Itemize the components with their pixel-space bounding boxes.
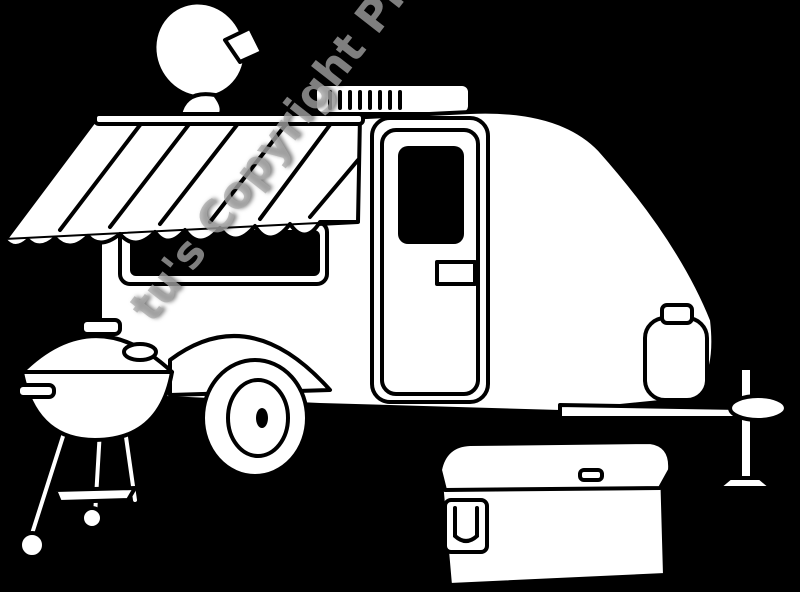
bbq-grill <box>16 318 174 559</box>
propane-tank <box>643 303 709 402</box>
satellite-dish <box>152 0 264 117</box>
tongue-jack <box>716 366 788 490</box>
roof-ac-unit <box>313 82 472 116</box>
trailer-door <box>370 116 490 404</box>
awning <box>3 112 365 248</box>
cooler <box>438 440 673 587</box>
trailer-wheel <box>201 358 309 478</box>
